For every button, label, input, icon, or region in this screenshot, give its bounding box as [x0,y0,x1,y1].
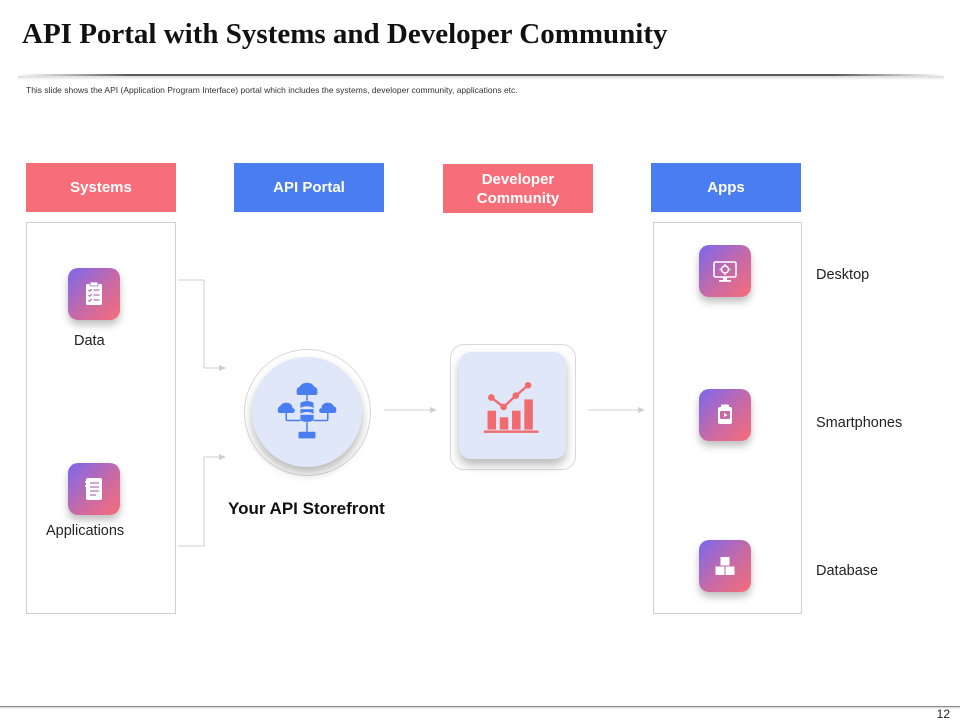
developer-community-header: Developer Community [443,164,593,213]
systems-header: Systems [26,163,176,212]
footer-divider [0,706,960,709]
cloud-network-database-icon [252,357,362,467]
title-divider-line [18,74,944,76]
bar-chart-growth-icon [459,352,566,459]
applications-to-portal-connector [178,456,222,547]
clipboard-checklist-icon [68,268,120,320]
page-number: 12 [936,707,950,720]
smartphone-video-icon [699,389,751,441]
page-title: API Portal with Systems and Developer Co… [22,18,668,50]
desktop-monitor-icon [699,245,751,297]
apps-item-desktop-label: Desktop [816,267,870,283]
page-subtitle: This slide shows the API (Application Pr… [26,85,518,95]
title-divider [18,74,944,80]
systems-item-data-label: Data [74,333,105,349]
api-portal-header: API Portal [234,163,384,212]
blocks-database-icon [699,540,751,592]
systems-item-applications-label: Applications [46,523,125,539]
developer-community-header-label: Developer Community [476,170,560,207]
data-to-portal-connector [178,279,222,369]
apps-item-database-label: Database [816,563,879,579]
api-storefront-caption: Your API Storefront [228,499,385,518]
document-list-icon [68,463,120,515]
apps-item-smartphones-label: Smartphones [816,415,903,431]
apps-header: Apps [651,163,801,212]
